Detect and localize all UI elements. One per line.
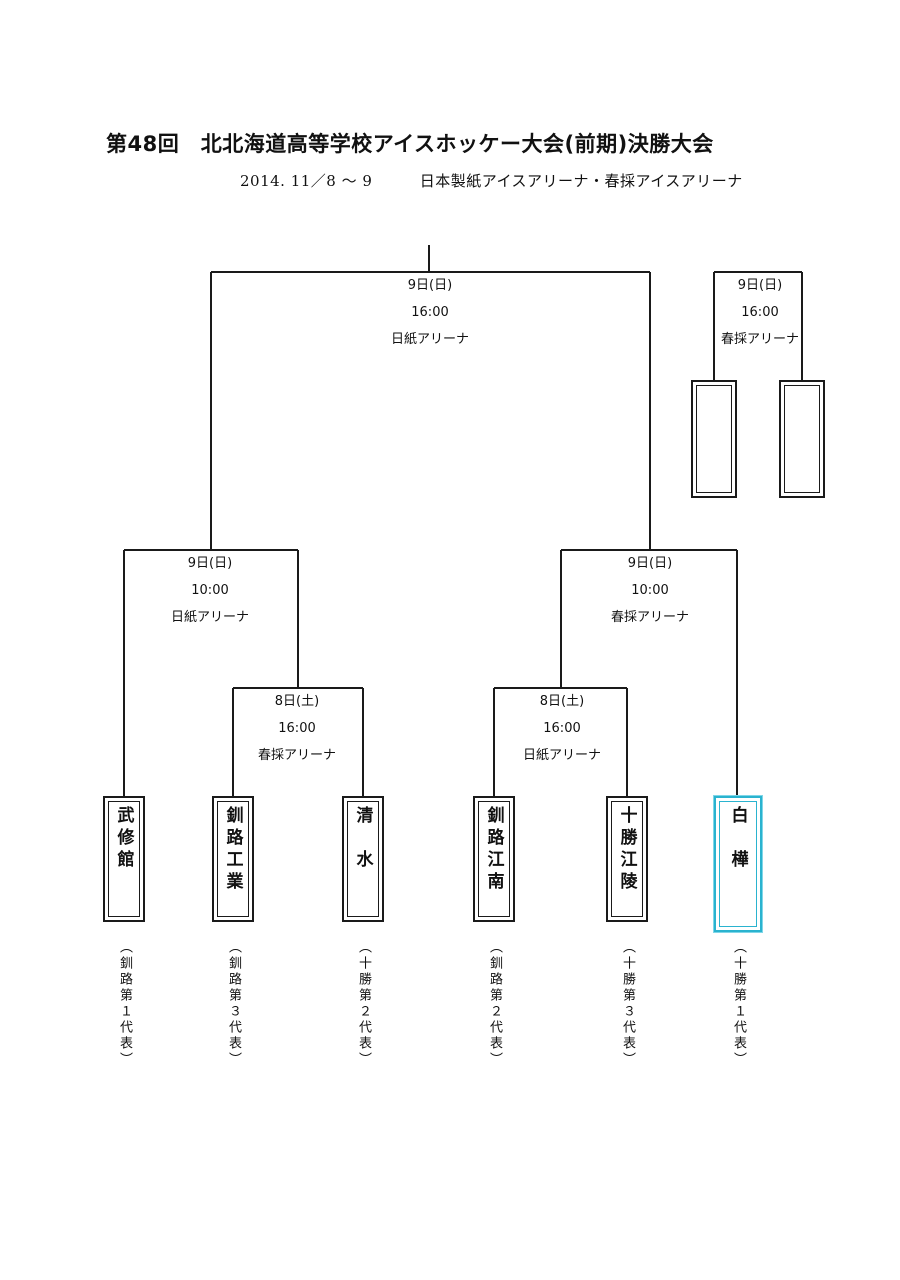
- match-time: 10:00: [191, 583, 229, 598]
- match-day: 8日(土): [274, 694, 320, 709]
- match-semi-right: 9日(日) 10:00 春採アリーナ: [570, 550, 730, 631]
- team-box: 武修館: [103, 796, 145, 922]
- empty-team-box: [691, 380, 737, 498]
- match-time: 16:00: [278, 721, 316, 736]
- qf-right-bracket-line: [493, 687, 628, 796]
- match-final: 9日(日) 16:00 日紙アリーナ: [350, 272, 510, 353]
- match-third-place: 9日(日) 16:00 春採アリーナ: [680, 272, 840, 353]
- match-venue: 日紙アリーナ: [522, 748, 601, 763]
- semi-left-bracket-line: [123, 549, 299, 796]
- semi-right-bracket-line: [560, 549, 738, 796]
- team-qualification: （釧路第３代表）: [226, 940, 241, 1068]
- match-venue: 春採アリーナ: [257, 748, 336, 763]
- team-box: 十勝江陵: [606, 796, 648, 922]
- match-day: 9日(日): [187, 556, 233, 571]
- match-venue: 春採アリーナ: [610, 610, 689, 625]
- match-venue: 日紙アリーナ: [390, 332, 469, 347]
- match-time: 16:00: [741, 305, 779, 320]
- team-name: 十勝江陵: [616, 806, 637, 894]
- match-time: 16:00: [411, 305, 449, 320]
- tournament-dates: 2014. 11／8 ～ 9: [240, 172, 373, 190]
- team-qualification: （十勝第２代表）: [356, 940, 371, 1068]
- page-subtitle: 2014. 11／8 ～ 9 日本製紙アイスアリーナ・春採アイスアリーナ: [240, 170, 743, 191]
- team-qualification: （釧路第１代表）: [117, 940, 132, 1068]
- team-box: 清 水: [342, 796, 384, 922]
- match-qf-left: 8日(土) 16:00 春採アリーナ: [217, 688, 377, 769]
- team-name: 釧路工業: [222, 806, 243, 894]
- team-name: 清 水: [352, 806, 373, 872]
- page-title: 第48回 北北海道高等学校アイスホッケー大会(前期)決勝大会: [106, 132, 714, 156]
- match-day: 9日(日): [407, 278, 453, 293]
- match-venue: 日紙アリーナ: [170, 610, 249, 625]
- team-qualification: （十勝第３代表）: [620, 940, 635, 1068]
- team-name: 釧路江南: [483, 806, 504, 894]
- empty-team-box: [779, 380, 825, 498]
- match-day: 8日(土): [539, 694, 585, 709]
- team-name: 武修館: [113, 806, 134, 872]
- team-name: 白 樺: [727, 806, 748, 872]
- team-box: 釧路工業: [212, 796, 254, 922]
- third-place-bracket-line: [713, 271, 803, 380]
- team-qualification: （釧路第２代表）: [487, 940, 502, 1068]
- final-bracket-line: [210, 245, 651, 550]
- team-qualification: （十勝第１代表）: [731, 940, 746, 1068]
- team-box-highlighted: 白 樺: [714, 796, 762, 932]
- match-venue: 春採アリーナ: [720, 332, 799, 347]
- match-day: 9日(日): [737, 278, 783, 293]
- tournament-venues: 日本製紙アイスアリーナ・春採アイスアリーナ: [419, 172, 743, 190]
- qf-left-bracket-line: [232, 687, 364, 796]
- match-day: 9日(日): [627, 556, 673, 571]
- match-qf-right: 8日(土) 16:00 日紙アリーナ: [482, 688, 642, 769]
- match-time: 10:00: [631, 583, 669, 598]
- team-box: 釧路江南: [473, 796, 515, 922]
- match-time: 16:00: [543, 721, 581, 736]
- match-semi-left: 9日(日) 10:00 日紙アリーナ: [130, 550, 290, 631]
